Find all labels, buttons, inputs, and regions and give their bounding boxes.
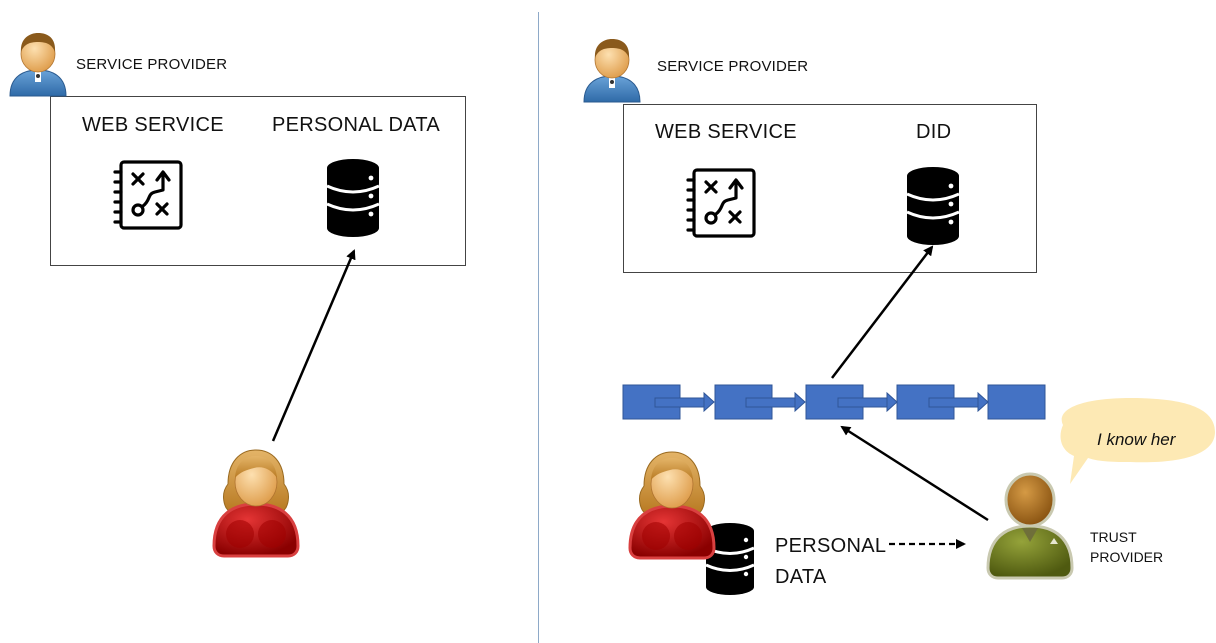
trust-provider-label-line2: PROVIDER bbox=[1090, 549, 1164, 565]
personal-data-label-line1: PERSONAL bbox=[775, 535, 887, 557]
right-web-service-icon bbox=[686, 168, 756, 238]
arrow-blockchain-to-did bbox=[831, 245, 934, 379]
chain-arrow-2 bbox=[745, 391, 806, 413]
left-user-icon bbox=[212, 449, 300, 558]
right-user-icon bbox=[628, 451, 716, 560]
right-service-provider-icon bbox=[583, 39, 641, 103]
speech-bubble bbox=[1060, 398, 1215, 484]
arrow-user-to-personal-data bbox=[271, 249, 356, 442]
left-web-service-label: WEB SERVICE bbox=[82, 114, 224, 136]
speech-bubble-text: I know her bbox=[1097, 430, 1176, 449]
left-service-provider-label: SERVICE PROVIDER bbox=[76, 56, 228, 73]
personal-data-label: PERSONAL DATA bbox=[775, 531, 886, 593]
left-personal-data-label: PERSONAL DATA bbox=[272, 114, 441, 136]
trust-provider-icon bbox=[986, 472, 1074, 580]
chain-arrow-3 bbox=[837, 391, 898, 413]
right-did-label: DID bbox=[916, 121, 952, 143]
left-service-provider-icon bbox=[9, 33, 67, 97]
panel-divider bbox=[538, 12, 539, 643]
left-web-service-icon bbox=[113, 160, 183, 230]
chain-arrow-1 bbox=[654, 391, 715, 413]
right-database-icon bbox=[906, 167, 960, 245]
arrow-trust-provider-to-blockchain bbox=[840, 425, 989, 522]
block-5 bbox=[987, 384, 1046, 420]
blockchain bbox=[622, 384, 1046, 420]
right-service-provider-label: SERVICE PROVIDER bbox=[657, 58, 809, 75]
trust-provider-label: TRUST PROVIDER bbox=[1090, 527, 1163, 567]
trust-provider-label-line1: TRUST bbox=[1090, 529, 1137, 545]
right-web-service-label: WEB SERVICE bbox=[655, 121, 797, 143]
left-database-icon bbox=[326, 159, 380, 237]
personal-data-label-line2: DATA bbox=[775, 566, 827, 588]
chain-arrow-4 bbox=[928, 391, 989, 413]
